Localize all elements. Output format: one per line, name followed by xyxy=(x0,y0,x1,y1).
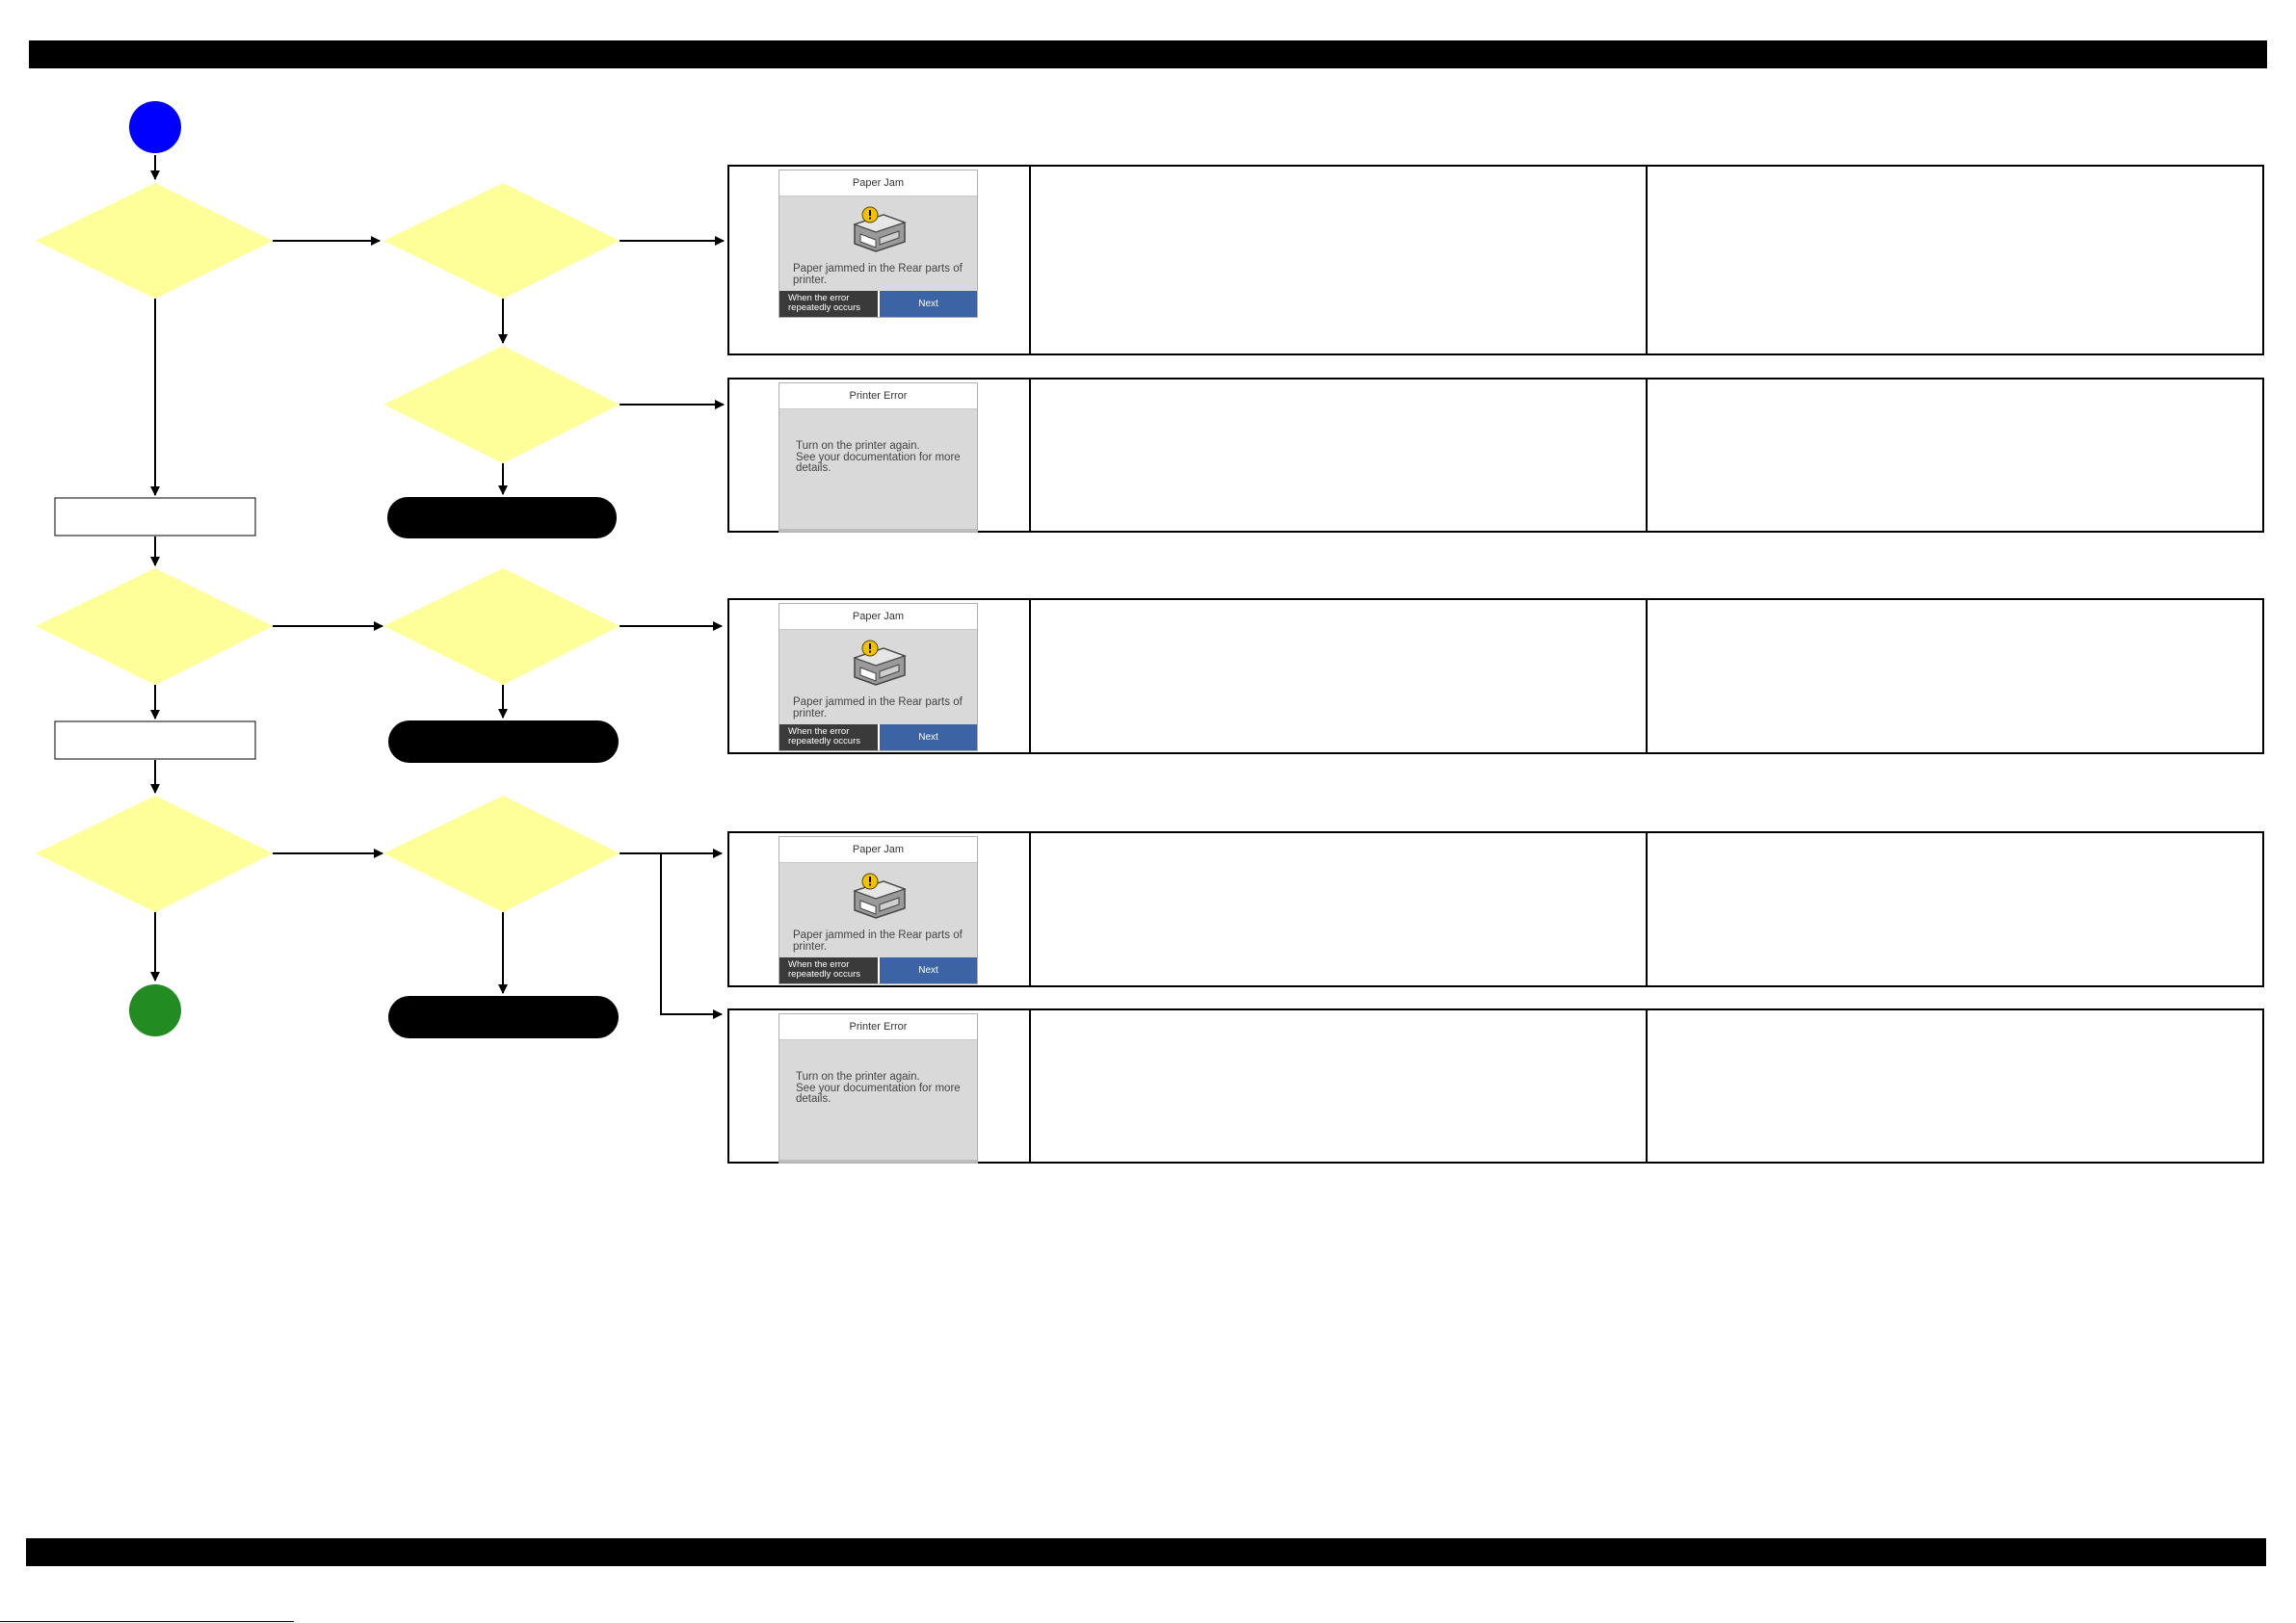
paper-jam-screen: Paper Jam Paper jammed in the Rear parts… xyxy=(779,603,978,751)
next-button[interactable]: Next xyxy=(878,957,977,983)
screen-message: Paper jammed in the Rear parts of printe… xyxy=(793,696,963,720)
table-row-2: Printer Error Turn on the printer again.… xyxy=(727,378,2264,533)
description-cell xyxy=(1031,380,1648,531)
repeated-error-button[interactable]: When the error repeatedly occurs xyxy=(779,957,878,983)
terminal-3 xyxy=(388,996,619,1038)
remedy-cell xyxy=(1648,600,2262,752)
paper-jam-screen: Paper Jam Paper jammed in the Rear parts… xyxy=(779,836,978,984)
table-row-1: Paper Jam Paper jammed in the Rear parts… xyxy=(727,165,2264,355)
message-line-1: Turn on the printer again. xyxy=(796,1071,920,1083)
decision-2 xyxy=(383,183,620,299)
decision-4 xyxy=(36,568,273,685)
table-row-4: Paper Jam Paper jammed in the Rear parts… xyxy=(727,831,2264,987)
next-button[interactable]: Next xyxy=(878,291,977,317)
repeated-error-button[interactable]: When the error repeatedly occurs xyxy=(779,291,878,317)
printer-error-screen: Printer Error Turn on the printer again.… xyxy=(779,1013,978,1164)
screen-title: Paper Jam xyxy=(779,837,977,863)
screen-message: Paper jammed in the Rear parts of printe… xyxy=(793,263,963,286)
process-box-1 xyxy=(54,497,256,537)
screen-buttons: When the error repeatedly occurs Next xyxy=(779,957,977,983)
screen-title: Printer Error xyxy=(779,1014,977,1040)
printer-error-screen: Printer Error Turn on the printer again.… xyxy=(779,382,978,533)
connector xyxy=(660,853,723,1019)
decision-1 xyxy=(36,183,273,299)
terminal-2 xyxy=(388,720,619,763)
screen-cell: Paper Jam Paper jammed in the Rear parts… xyxy=(729,600,1031,752)
description-cell xyxy=(1031,600,1648,752)
header-bar xyxy=(29,40,2267,68)
message-line-2: See your documentation for more details. xyxy=(796,1082,961,1105)
screen-cell: Paper Jam Paper jammed in the Rear parts… xyxy=(729,833,1031,985)
screen-buttons: When the error repeatedly occurs Next xyxy=(779,724,977,750)
screen-title: Paper Jam xyxy=(779,170,977,196)
screen-title: Paper Jam xyxy=(779,604,977,630)
decision-3 xyxy=(383,346,620,463)
screen-buttons: When the error repeatedly occurs Next xyxy=(779,291,977,317)
table-row-5: Printer Error Turn on the printer again.… xyxy=(727,1008,2264,1164)
repeated-error-button[interactable]: When the error repeatedly occurs xyxy=(779,724,878,750)
screen-message: Turn on the printer again. See your docu… xyxy=(796,1071,974,1106)
screen-cell: Paper Jam Paper jammed in the Rear parts… xyxy=(729,167,1031,353)
remedy-cell xyxy=(1648,380,2262,531)
screen-footer xyxy=(779,1160,977,1163)
screen-cell: Printer Error Turn on the printer again.… xyxy=(729,1010,1031,1164)
screen-footer xyxy=(779,529,977,532)
description-cell xyxy=(1031,1010,1648,1162)
footer-bar xyxy=(26,1538,2266,1566)
description-cell xyxy=(1031,833,1648,985)
screen-message: Turn on the printer again. See your docu… xyxy=(796,440,974,475)
remedy-cell xyxy=(1648,1010,2262,1162)
remedy-cell xyxy=(1648,833,2262,985)
terminal-1 xyxy=(387,497,617,538)
screen-message: Paper jammed in the Rear parts of printe… xyxy=(793,929,963,953)
printer-warning-icon xyxy=(853,206,907,252)
message-line-2: See your documentation for more details. xyxy=(796,451,961,474)
remedy-cell xyxy=(1648,167,2262,353)
message-line-1: Turn on the printer again. xyxy=(796,440,920,452)
printer-warning-icon xyxy=(853,873,907,919)
end-node xyxy=(129,984,181,1036)
paper-jam-screen: Paper Jam Paper jammed in the Rear parts… xyxy=(779,170,978,318)
decision-5 xyxy=(383,568,620,685)
decision-7 xyxy=(383,796,620,912)
printer-warning-icon xyxy=(853,640,907,686)
start-node xyxy=(129,101,181,153)
process-box-2 xyxy=(54,720,256,760)
next-button[interactable]: Next xyxy=(878,724,977,750)
screen-cell: Printer Error Turn on the printer again.… xyxy=(729,380,1031,533)
description-cell xyxy=(1031,167,1648,353)
decision-6 xyxy=(36,796,273,912)
screen-title: Printer Error xyxy=(779,383,977,409)
table-row-3: Paper Jam Paper jammed in the Rear parts… xyxy=(727,598,2264,754)
footer-rule xyxy=(0,1621,294,1622)
